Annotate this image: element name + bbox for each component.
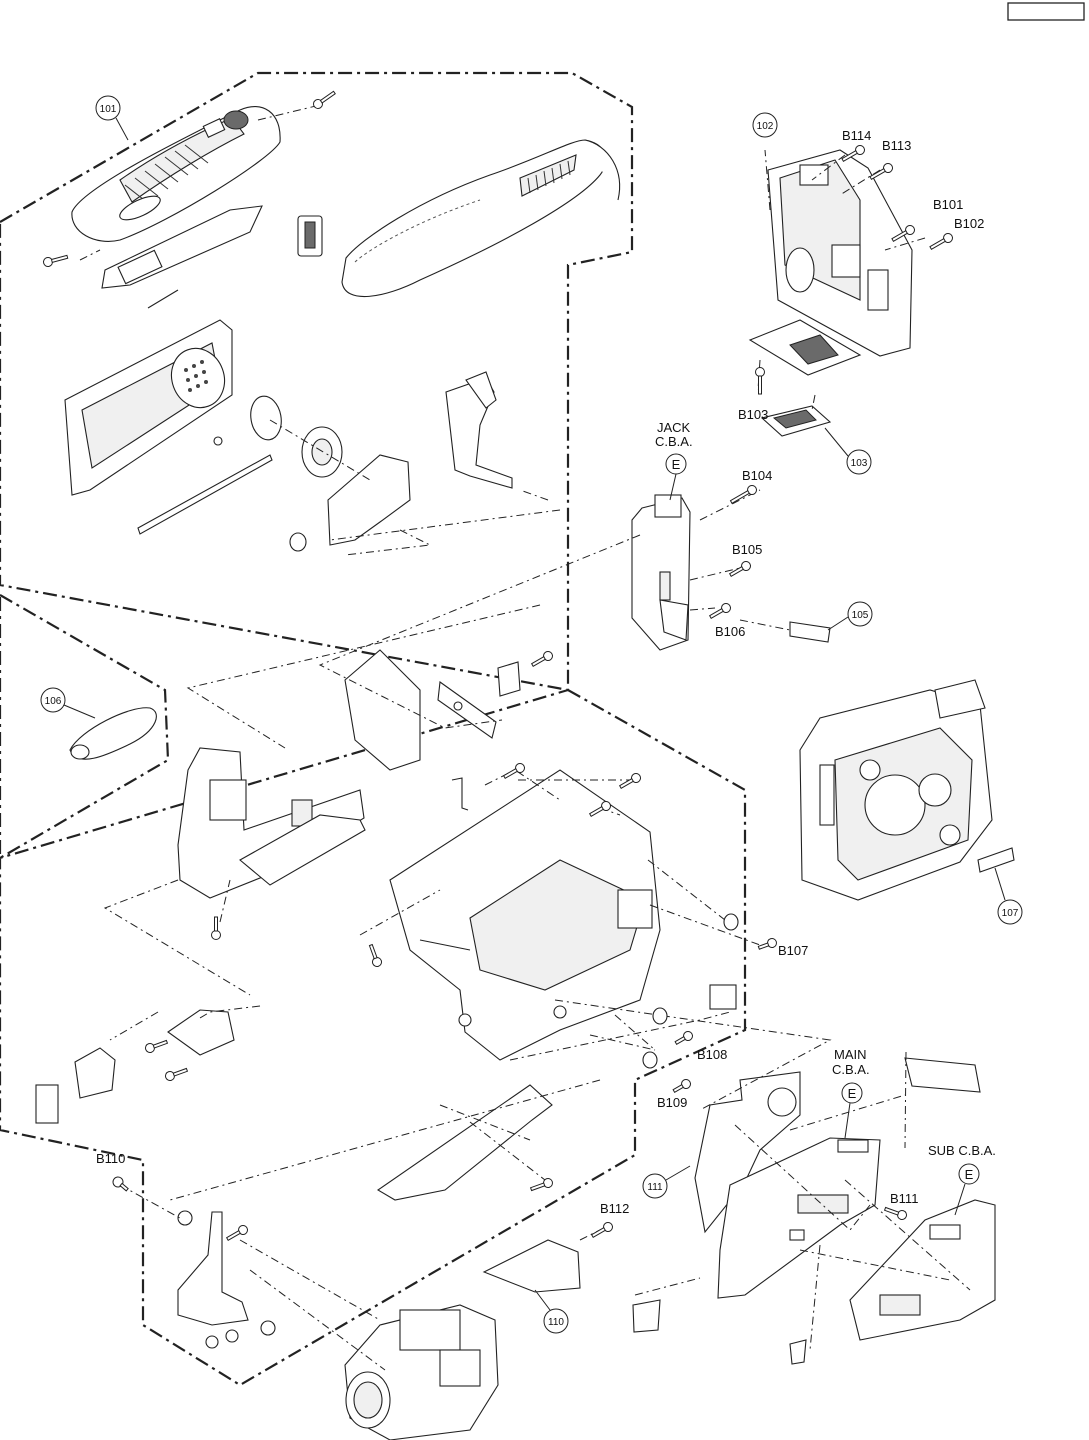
svg-text:MAIN: MAIN bbox=[834, 1047, 867, 1062]
side-panel-part bbox=[64, 319, 282, 535]
speaker-bracket-part bbox=[289, 426, 411, 552]
sub-cba-label: SUB C.B.A. E bbox=[928, 1143, 996, 1216]
jack-cba-label: JACK C.B.A. E bbox=[655, 420, 693, 501]
svg-text:C.B.A.: C.B.A. bbox=[655, 434, 693, 449]
lcd-frame-part bbox=[748, 149, 913, 376]
top-cover-part bbox=[71, 106, 281, 309]
latch-part bbox=[297, 215, 323, 257]
svg-text:103: 103 bbox=[851, 458, 868, 469]
upper-bracket-part bbox=[445, 371, 513, 489]
main-cba-label: MAIN C.B.A. E bbox=[832, 1047, 870, 1139]
mechanism-unit-part bbox=[799, 679, 993, 901]
lens-unit-part bbox=[344, 1304, 499, 1440]
svg-text:107: 107 bbox=[1002, 908, 1019, 919]
label-B108: B108 bbox=[697, 1047, 727, 1062]
svg-text:SUB C.B.A.: SUB C.B.A. bbox=[928, 1143, 996, 1158]
lower-frame-part bbox=[376, 984, 737, 1201]
label-B113: B113 bbox=[882, 138, 911, 153]
callout-105: 105 bbox=[827, 601, 873, 631]
screw-hardware bbox=[43, 90, 953, 1241]
callout-102: 102 bbox=[752, 112, 778, 138]
lower-left-brackets-part bbox=[35, 1009, 235, 1124]
label-B106: B106 bbox=[715, 624, 745, 639]
svg-text:E: E bbox=[848, 1086, 857, 1101]
label-B114: B114 bbox=[842, 128, 871, 143]
svg-text:102: 102 bbox=[757, 121, 774, 132]
svg-text:JACK: JACK bbox=[657, 420, 691, 435]
callout-107: 107 bbox=[994, 867, 1023, 925]
label-B107: B107 bbox=[778, 943, 808, 958]
insulation-sheet-111-part bbox=[694, 1071, 801, 1234]
lens-bracket-part bbox=[177, 1210, 276, 1349]
label-B111: B111 bbox=[890, 1191, 918, 1206]
callout-106: 106 bbox=[40, 687, 96, 719]
label-B109: B109 bbox=[657, 1095, 687, 1110]
side-bracket-part bbox=[437, 661, 521, 811]
shield-plate-110-part bbox=[482, 1239, 581, 1293]
main-frame-assembly-outline bbox=[0, 688, 747, 1387]
small-cover-part bbox=[760, 405, 832, 437]
label-B101: B101 bbox=[933, 197, 963, 212]
main-chassis-part bbox=[389, 769, 661, 1061]
exploded-leader-lines bbox=[79, 104, 971, 1371]
grip-part-106 bbox=[69, 707, 157, 760]
label-B104: B104 bbox=[742, 468, 772, 483]
svg-text:101: 101 bbox=[100, 104, 117, 115]
svg-text:E: E bbox=[672, 457, 681, 472]
main-board-part bbox=[717, 1137, 881, 1299]
svg-text:C.B.A.: C.B.A. bbox=[832, 1062, 870, 1077]
left-chassis-part bbox=[177, 649, 421, 899]
flex-cable-105-part bbox=[789, 621, 831, 643]
label-B102: B102 bbox=[954, 216, 984, 231]
screw-labels: B101 B102 B103 B104 B105 B106 B107 B108 … bbox=[96, 128, 984, 1216]
svg-text:E: E bbox=[965, 1167, 974, 1182]
label-B112: B112 bbox=[600, 1201, 629, 1216]
upper-left-assembly-outline bbox=[0, 71, 634, 692]
label-B103: B103 bbox=[738, 407, 768, 422]
sub-board-part bbox=[849, 1199, 996, 1341]
small-board-107-part bbox=[977, 847, 1015, 873]
callout-110: 110 bbox=[534, 1289, 569, 1334]
label-B110: B110 bbox=[96, 1151, 125, 1166]
callout-101: 101 bbox=[95, 95, 129, 141]
svg-text:110: 110 bbox=[548, 1317, 564, 1328]
svg-text:111: 111 bbox=[647, 1182, 663, 1193]
flex-pieces-part bbox=[632, 1057, 981, 1365]
svg-text:106: 106 bbox=[45, 696, 62, 707]
callout-103: 103 bbox=[824, 427, 872, 475]
label-B105: B105 bbox=[732, 542, 762, 557]
callout-111: 111 bbox=[642, 1165, 691, 1199]
jack-board-part bbox=[631, 494, 691, 651]
page-corner-box bbox=[1007, 2, 1085, 21]
hand-strap-part bbox=[341, 139, 621, 298]
svg-text:105: 105 bbox=[852, 610, 869, 621]
